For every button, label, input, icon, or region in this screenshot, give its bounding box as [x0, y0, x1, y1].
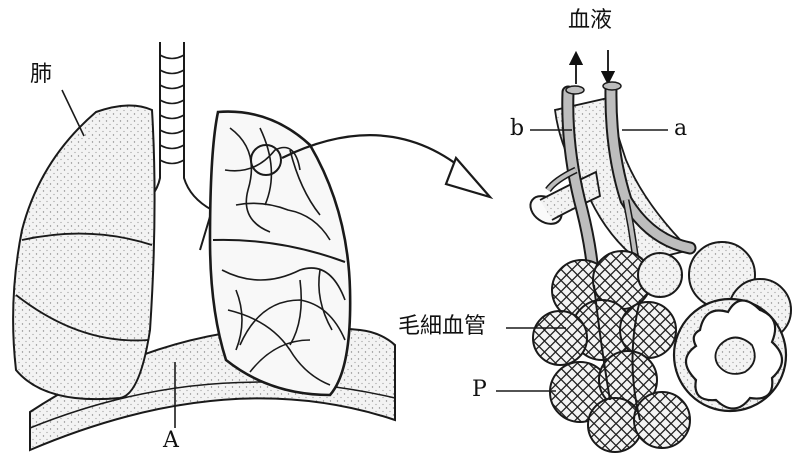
left-lung [13, 105, 154, 399]
label-vessel-a: a [674, 118, 687, 140]
label-capillary: 毛細血管 [398, 316, 486, 338]
label-blood: 血液 [568, 10, 612, 32]
leader-lung [62, 90, 84, 136]
label-alveolus: P [472, 379, 487, 401]
label-vessel-b: b [510, 118, 524, 140]
label-lung: 肺 [30, 64, 52, 86]
magnify-arrowhead [446, 158, 490, 197]
alveolus-section [674, 242, 791, 411]
alveoli-cluster [533, 251, 690, 452]
label-diaphragm: A [163, 430, 179, 452]
right-lung [210, 112, 350, 395]
